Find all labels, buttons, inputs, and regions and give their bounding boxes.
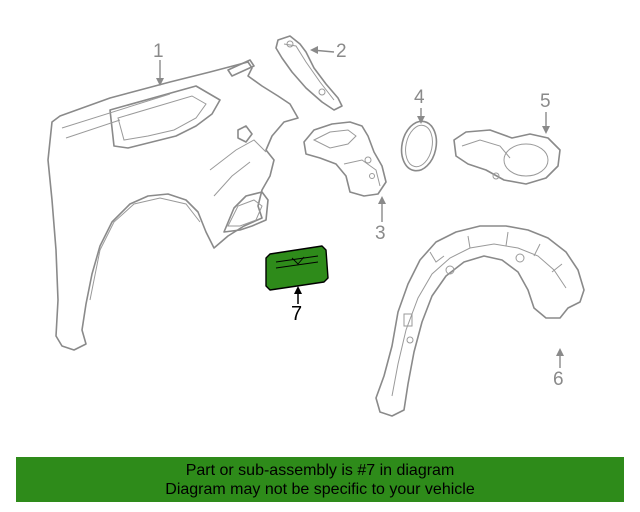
callout-1: 1 [153,41,164,62]
banner-line-part-number: Part or sub-assembly is #7 in diagram [185,462,455,479]
callout-5: 5 [540,91,551,112]
banner-line-disclaimer: Diagram may not be specific to your vehi… [165,481,475,498]
leader-arrow-7 [294,286,302,294]
callout-7: 7 [291,303,303,325]
leader-arrow-1 [156,78,164,86]
callout-3: 3 [375,223,386,244]
fuel-door-part-4 [400,120,438,172]
leader-arrow-6 [556,348,564,356]
callout-4: 4 [414,87,425,108]
leader-arrow-5 [542,126,550,134]
info-banner: Part or sub-assembly is #7 in diagram Di… [16,457,624,502]
highlighted-part-7 [265,245,329,291]
callout-6: 6 [553,369,564,390]
leader-arrow-3 [378,196,386,204]
leader-arrow-2 [310,46,318,54]
bracket-part-2 [275,35,343,111]
wheelhouse-liner-part-6 [375,225,585,417]
callout-2: 2 [336,41,347,62]
quarter-panel-part-1 [47,59,299,351]
filler-pocket-part-5 [453,129,561,185]
housing-part-3 [303,121,387,197]
leader-arrow-4 [417,116,425,124]
parts-diagram [47,35,585,417]
